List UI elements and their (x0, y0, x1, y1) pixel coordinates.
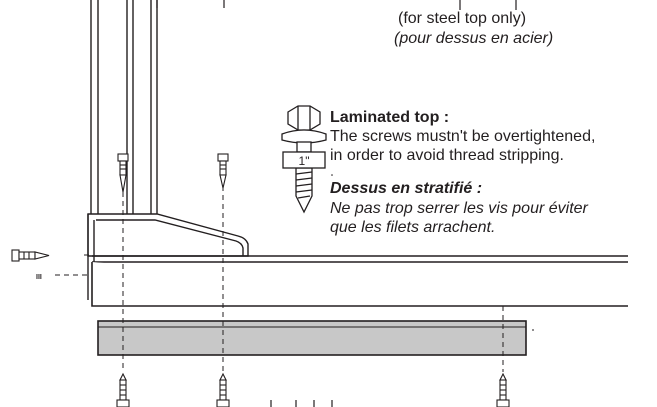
laminated-line1-en: The screws mustn't be overtightened, (330, 128, 596, 145)
steel-note-en: (for steel top only) (398, 10, 527, 27)
screw-icon (217, 153, 229, 189)
screw-icon (496, 372, 510, 407)
screw-length-box (282, 151, 326, 169)
top-ticks (156, 0, 517, 10)
screw-icon (117, 153, 129, 193)
corner-bracket (87, 213, 249, 300)
screw-length-label: 1" (299, 154, 310, 168)
laminated-heading-fr: Dessus en stratifié : (330, 180, 483, 197)
screw-icon (116, 372, 130, 407)
bottom-ticks (270, 400, 333, 407)
table-top-rail (91, 255, 628, 307)
hole-marker: III (36, 274, 42, 281)
alignment-lines (55, 186, 504, 372)
screw-icon (216, 372, 230, 407)
laminated-line1-fr: Ne pas trop serrer les vis pour éviter (330, 200, 588, 217)
side-screw-icon (11, 249, 50, 262)
laminated-plate (97, 320, 527, 356)
laminated-line2-fr: que les filets arrachent. (330, 219, 496, 236)
leg-upright (90, 0, 158, 215)
laminated-screw-icon (281, 105, 327, 214)
laminated-heading-en: Laminated top : (330, 109, 450, 126)
bullet-mark (331, 174, 333, 176)
laminated-line2-en: in order to avoid thread stripping. (330, 147, 564, 164)
steel-note-fr: (pour dessus en acier) (394, 30, 554, 47)
